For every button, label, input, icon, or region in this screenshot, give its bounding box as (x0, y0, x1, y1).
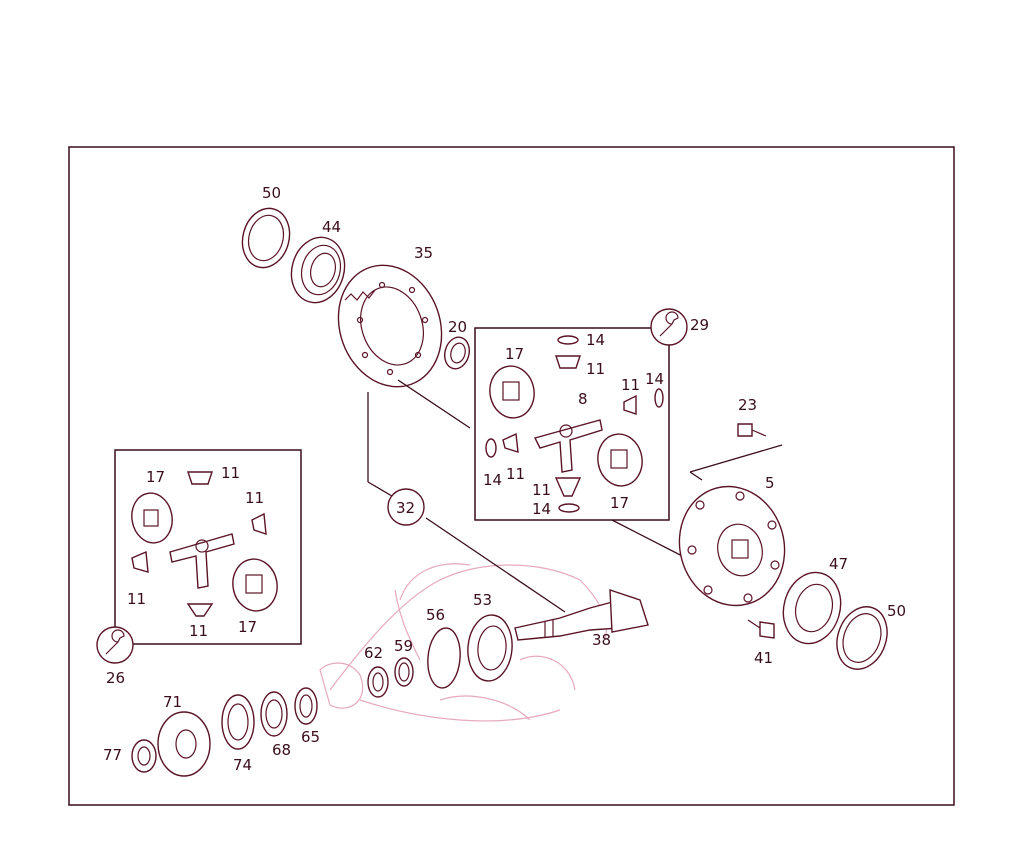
label-71: 71 (163, 693, 182, 711)
label-50: 50 (262, 184, 281, 202)
label-44: 44 (322, 218, 341, 236)
label-11: 11 (189, 622, 208, 640)
part-41-bolt (747, 619, 775, 639)
callout-32 (387, 488, 425, 526)
label-41: 41 (754, 649, 773, 667)
label-14: 14 (586, 331, 605, 349)
label-17: 17 (505, 345, 524, 363)
part-47-bearing (782, 571, 842, 645)
label-17: 17 (610, 494, 629, 512)
label-29: 29 (690, 316, 709, 334)
label-11: 11 (127, 590, 146, 608)
label-17: 17 (146, 468, 165, 486)
label-62: 62 (364, 644, 383, 662)
label-11: 11 (245, 489, 264, 507)
label-5: 5 (765, 474, 775, 492)
part-56-ring (427, 627, 461, 689)
label-23: 23 (738, 396, 757, 414)
part-20-washer (443, 336, 471, 370)
part-44-bearing (290, 236, 346, 304)
label-11: 11 (621, 376, 640, 394)
label-47: 47 (829, 555, 848, 573)
label-8: 8 (578, 390, 588, 408)
label-14: 14 (532, 500, 551, 518)
label-68: 68 (272, 741, 291, 759)
differential-detail-box-right (474, 327, 670, 521)
diagram-frame (68, 146, 955, 806)
label-26: 26 (106, 669, 125, 687)
label-20: 20 (448, 318, 467, 336)
callout-labels: 50 44 35 20 29 14 17 11 11 14 8 14 11 11… (103, 184, 906, 774)
label-14: 14 (483, 471, 502, 489)
label-35: 35 (414, 244, 433, 262)
label-32: 32 (396, 499, 415, 517)
label-17: 17 (238, 618, 257, 636)
label-65: 65 (301, 728, 320, 746)
label-74: 74 (233, 756, 252, 774)
label-50: 50 (887, 602, 906, 620)
part-74-cover (221, 694, 255, 750)
part-38-pinion-shaft (514, 589, 649, 641)
part-5-differential-case (678, 485, 786, 607)
differential-detail-box-left (114, 449, 302, 645)
part-50-seal-top (241, 207, 291, 269)
label-11: 11 (506, 465, 525, 483)
axle-housing-ghost (319, 563, 607, 722)
label-11: 11 (586, 360, 605, 378)
part-68-seal (260, 691, 288, 737)
label-38: 38 (592, 631, 611, 649)
label-11: 11 (532, 481, 551, 499)
label-11: 11 (221, 464, 240, 482)
part-59-spacer (394, 657, 414, 687)
part-23-bolt (737, 423, 767, 437)
label-14: 14 (645, 370, 664, 388)
label-53: 53 (473, 591, 492, 609)
part-35-ring-gear (337, 264, 443, 388)
part-65-bearing (294, 687, 318, 725)
label-59: 59 (394, 637, 413, 655)
part-62-shim (367, 666, 389, 698)
label-77: 77 (103, 746, 122, 764)
part-71-flange (157, 711, 211, 777)
label-56: 56 (426, 606, 445, 624)
wrench-icon (96, 626, 134, 664)
wrench-icon (650, 308, 688, 346)
part-53-bearing (467, 614, 513, 682)
part-50-seal-right (836, 606, 888, 670)
part-77-nut (131, 739, 157, 773)
